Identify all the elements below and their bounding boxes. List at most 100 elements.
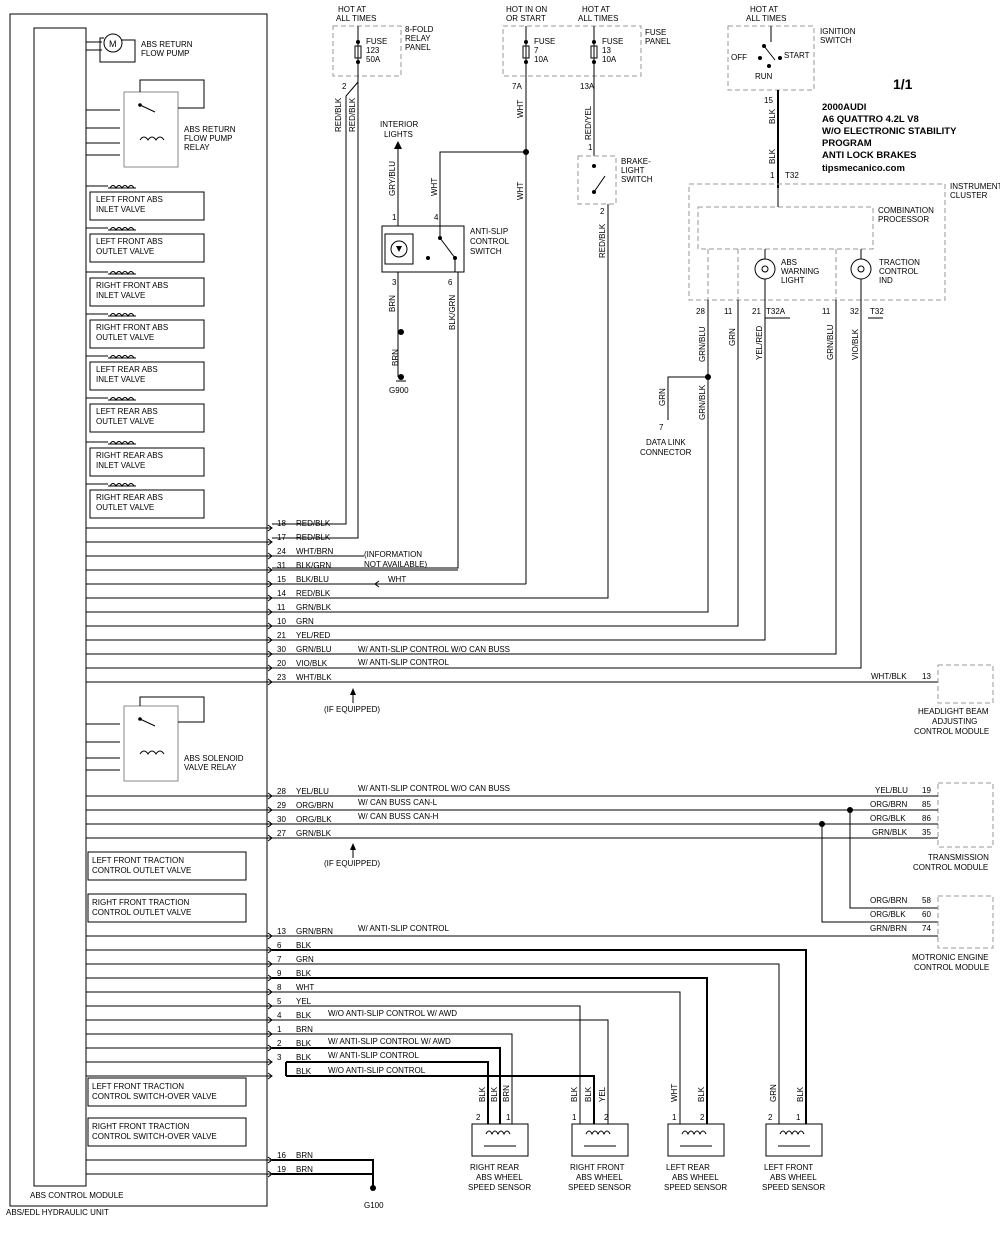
svg-text:(IF EQUIPPED): (IF EQUIPPED) [324,859,380,868]
svg-text:13: 13 [277,927,286,936]
svg-text:6: 6 [448,278,453,287]
brake-light-switch: 1 BRAKE- LIGHT SWITCH 2 RED/BLK [272,143,653,599]
svg-text:3: 3 [392,278,397,287]
svg-text:RIGHT REAR ABS: RIGHT REAR ABS [96,451,163,460]
svg-text:RELAY: RELAY [184,143,210,152]
svg-text:LEFT REAR ABS: LEFT REAR ABS [96,407,158,416]
return-pump-label-1: ABS RETURN [141,40,193,49]
svg-text:SWITCH: SWITCH [621,175,653,184]
svg-text:1: 1 [277,1025,282,1034]
module-pin-row: BLK [86,1067,312,1080]
svg-text:28: 28 [696,307,705,316]
svg-text:SPEED SENSOR: SPEED SENSOR [664,1183,727,1192]
svg-text:W/ CAN BUSS CAN-L: W/ CAN BUSS CAN-L [358,798,438,807]
svg-text:LEFT FRONT TRACTION: LEFT FRONT TRACTION [92,1082,184,1091]
svg-text:SPEED SENSOR: SPEED SENSOR [468,1183,531,1192]
svg-text:PROCESSOR: PROCESSOR [878,215,929,224]
svg-text:60: 60 [922,910,931,919]
svg-text:YEL/RED: YEL/RED [755,326,764,360]
svg-text:BRAKE-: BRAKE- [621,157,651,166]
svg-text:GRN/BLK: GRN/BLK [698,384,707,420]
svg-text:PANEL: PANEL [645,37,671,46]
anti-slip-control-switch: INTERIOR LIGHTS GRY/BLU WHT 1 4 ANTI-SLI… [272,120,529,569]
headlight-beam-adjusting-module: WHT/BLK 13 HEADLIGHT BEAM ADJUSTING CONT… [272,664,994,736]
svg-text:WHT: WHT [516,100,525,118]
svg-text:29: 29 [277,801,286,810]
svg-text:7: 7 [659,423,664,432]
abs-return-flow-pump-relay: ABS RETURN FLOW PUMP RELAY [86,79,236,168]
svg-text:2: 2 [604,1113,609,1122]
lamp-icon [390,240,408,258]
svg-text:WHT: WHT [296,983,314,992]
svg-text:23: 23 [277,673,286,682]
svg-text:IND: IND [879,276,893,285]
svg-text:WHT: WHT [670,1084,679,1102]
svg-text:ALL TIMES: ALL TIMES [578,14,618,23]
svg-text:ORG/BRN: ORG/BRN [870,896,908,905]
svg-text:T32: T32 [870,307,884,316]
svg-text:BLK: BLK [570,1086,579,1102]
svg-text:ORG/BLK: ORG/BLK [870,910,906,919]
svg-text:6: 6 [277,941,282,950]
svg-text:W/ CAN BUSS CAN-H: W/ CAN BUSS CAN-H [358,812,439,821]
svg-text:GRN/BLK: GRN/BLK [296,603,332,612]
relay-panel-fuse-123: HOT AT ALL TIMES FUSE 123 50A 8-FOLD REL… [272,5,434,539]
svg-text:CONTROL SWITCH-OVER VALVE: CONTROL SWITCH-OVER VALVE [92,1132,217,1141]
svg-text:VIO/BLK: VIO/BLK [851,328,860,360]
svg-text:11: 11 [724,307,733,316]
svg-text:OUTLET VALVE: OUTLET VALVE [96,503,154,512]
svg-text:RELAY: RELAY [405,34,431,43]
svg-text:2: 2 [342,82,347,91]
svg-text:BLK/BLU: BLK/BLU [296,575,329,584]
svg-text:W/O ELECTRONIC STABILITY: W/O ELECTRONIC STABILITY [822,126,957,137]
svg-text:GRN: GRN [296,955,314,964]
svg-text:ABS: ABS [781,258,797,267]
svg-text:GRN/BLK: GRN/BLK [296,829,332,838]
svg-text:LEFT FRONT TRACTION: LEFT FRONT TRACTION [92,856,184,865]
svg-text:58: 58 [922,896,931,905]
svg-text:BLK: BLK [296,1067,312,1076]
svg-text:ADJUSTING: ADJUSTING [932,717,977,726]
sensor-wiring [272,949,807,1124]
svg-text:15: 15 [277,575,286,584]
svg-text:3: 3 [277,1053,282,1062]
ground-icon [370,1185,376,1191]
abs-solenoid-valve-relay: ABS SOLENOID VALVE RELAY [86,696,244,782]
svg-text:T32: T32 [785,171,799,180]
svg-text:FLOW PUMP: FLOW PUMP [184,134,232,143]
svg-text:19: 19 [922,786,931,795]
svg-text:WHT: WHT [516,182,525,200]
svg-text:21: 21 [277,631,286,640]
svg-text:(INFORMATION: (INFORMATION [364,550,422,559]
svg-text:CONTROL: CONTROL [470,237,510,246]
return-pump-label-2: FLOW PUMP [141,49,189,58]
svg-text:LIGHT: LIGHT [781,276,805,285]
svg-text:CONTROL MODULE: CONTROL MODULE [914,963,989,972]
svg-text:1: 1 [572,1113,577,1122]
svg-text:VIO/BLK: VIO/BLK [296,659,328,668]
svg-text:RIGHT REAR ABS: RIGHT REAR ABS [96,493,163,502]
svg-text:RED/BLK: RED/BLK [296,589,331,598]
svg-text:CONNECTOR: CONNECTOR [640,448,692,457]
svg-text:BLK: BLK [796,1086,805,1102]
module-pin-row: 15 BLK/BLU [86,575,329,588]
svg-text:WHT/BLK: WHT/BLK [871,672,907,681]
svg-text:86: 86 [922,814,931,823]
svg-text:ANTI-SLIP: ANTI-SLIP [470,227,508,236]
